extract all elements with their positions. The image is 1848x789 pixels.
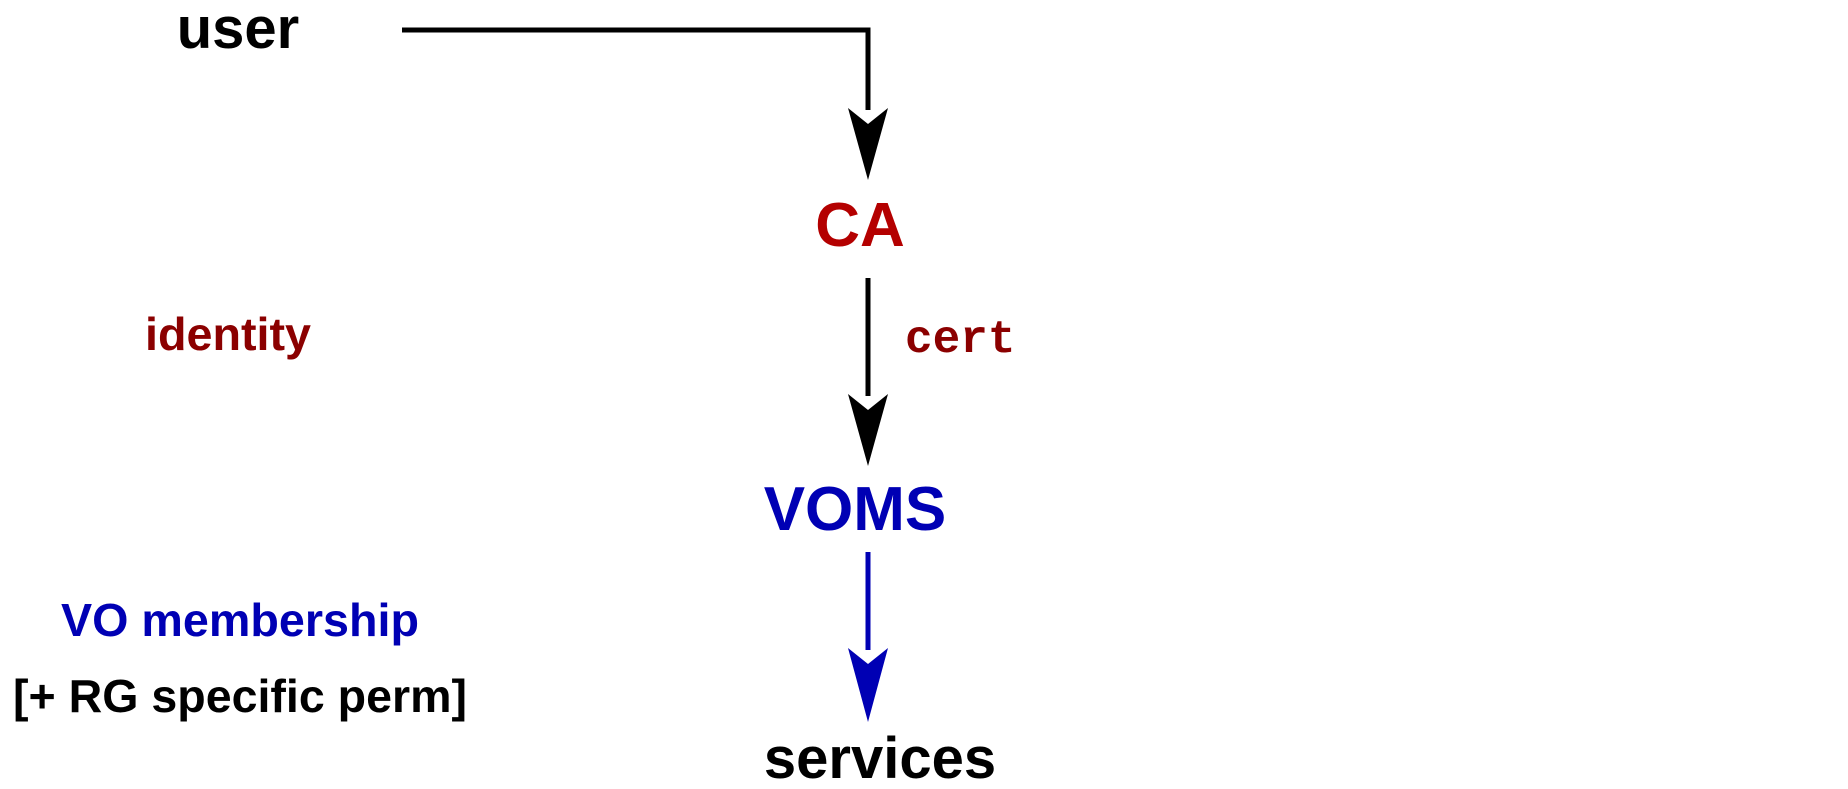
edge-user-to-ca-line (402, 27, 871, 110)
edge-user-to-ca-arrowhead (848, 108, 888, 180)
edge-voms-to-services (848, 552, 888, 722)
edge-label-cert: cert (905, 314, 1015, 366)
annotation-vo-membership: VO membership (61, 594, 419, 646)
node-services: services (764, 726, 996, 789)
edge-ca-to-voms (848, 278, 888, 466)
node-ca: CA (815, 191, 905, 260)
edge-ca-to-voms-arrowhead (848, 394, 888, 466)
node-voms: VOMS (764, 475, 947, 544)
annotation-identity: identity (145, 308, 311, 360)
node-user: user (177, 0, 300, 61)
edge-voms-to-services-arrowhead (848, 648, 888, 722)
annotation-rg-specific-perm: [+ RG specific perm] (13, 670, 467, 722)
edge-user-to-ca (402, 27, 888, 180)
